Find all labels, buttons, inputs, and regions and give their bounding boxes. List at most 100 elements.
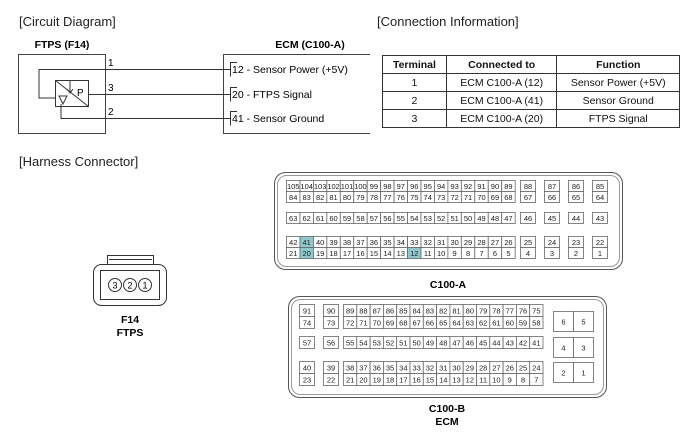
pin-number: 101: [341, 182, 354, 191]
pin-number: 65: [439, 319, 447, 328]
pin-number: 22: [327, 376, 335, 385]
pin-number: 81: [452, 307, 460, 316]
connection-table: Terminal Connected to Function 1 ECM C10…: [382, 55, 680, 128]
pin-number: 16: [412, 376, 420, 385]
table-row: 1 ECM C100-A (12) Sensor Power (+5V): [382, 73, 680, 92]
pin-number: 9: [508, 376, 512, 385]
pin-number: 54: [410, 214, 418, 223]
pin-number: 91: [303, 307, 311, 316]
ftps-label: FTPS: [117, 327, 144, 339]
pin-number: 37: [356, 238, 364, 247]
pin-number: 73: [327, 319, 335, 328]
pin-number: 50: [464, 214, 472, 223]
pin-number: 60: [506, 319, 514, 328]
pin-number: 47: [504, 214, 512, 223]
pin-number: 76: [519, 307, 527, 316]
pin-cell: [299, 316, 315, 329]
wire-sensor-power: [38, 69, 230, 99]
pin-number: 60: [329, 214, 337, 223]
pin-number: 18: [329, 249, 337, 258]
pin-cell: [544, 247, 560, 259]
ftps-pin-label: 2: [108, 107, 114, 118]
ftps-pin-label: 3: [108, 83, 114, 94]
pin-number: 52: [386, 339, 394, 348]
pin-cell: [520, 247, 536, 259]
pin-number: 36: [370, 238, 378, 247]
pin-number: 66: [426, 319, 434, 328]
pin-number: 64: [596, 193, 604, 202]
pin-cell: [501, 247, 516, 259]
harness-connector-title: [Harness Connector]: [19, 154, 139, 169]
header-terminal: Terminal: [382, 55, 447, 74]
f14-label: F14: [121, 314, 139, 326]
pin-number: 99: [370, 182, 378, 191]
pin-number: 40: [316, 238, 324, 247]
pin-number: 90: [491, 182, 499, 191]
ecm-pin-label: 12 - Sensor Power (+5V): [232, 64, 348, 76]
pin-number: 105: [287, 182, 300, 191]
pin-number: 41: [303, 238, 311, 247]
header-connected-to: Connected to: [445, 55, 558, 74]
pin-cell: [544, 212, 560, 224]
pin-number: 48: [439, 339, 447, 348]
pin-number: 13: [452, 376, 460, 385]
pin-number: 77: [506, 307, 514, 316]
pressure-sensor-icon: P: [55, 80, 89, 107]
pin-number: 12: [466, 376, 474, 385]
pin-number: 33: [412, 364, 420, 373]
pin-number: 35: [383, 238, 391, 247]
pin-number: 57: [303, 339, 311, 348]
pin-number: 20: [303, 249, 311, 258]
pin-number: 91: [477, 182, 485, 191]
pin-cell: [592, 247, 608, 259]
pin-cell: [529, 373, 544, 386]
pin-number: 25: [519, 364, 527, 373]
table-header-row: Terminal Connected to Function: [382, 55, 680, 74]
pin-number: 38: [346, 364, 354, 373]
pin-number: 51: [399, 339, 407, 348]
pin-number: 42: [519, 339, 527, 348]
pin-number: 19: [316, 249, 324, 258]
ftps-pin-label: 1: [108, 58, 114, 69]
pin-number: 29: [466, 364, 474, 373]
pin-number: 92: [464, 182, 472, 191]
pin-number: 3: [550, 249, 554, 258]
pin-number: 32: [424, 238, 432, 247]
pin-number: 26: [504, 238, 512, 247]
pin-number: 62: [303, 214, 311, 223]
pin-number: 21: [346, 376, 354, 385]
pin-number: 57: [370, 214, 378, 223]
pin-number: 10: [492, 376, 500, 385]
f14-pin: 3: [108, 278, 122, 292]
pin-number: 15: [426, 376, 434, 385]
ecm-component-label: ECM (C100-A): [275, 39, 344, 51]
pin-number: 23: [572, 238, 580, 247]
pin-number: 49: [426, 339, 434, 348]
pin-cell: [520, 191, 536, 203]
pin-number: 7: [479, 249, 483, 258]
pin-number: 14: [383, 249, 391, 258]
pin-number: 79: [356, 193, 364, 202]
pin-number: 14: [439, 376, 447, 385]
pin-number: 42: [289, 238, 297, 247]
pin-number: 83: [426, 307, 434, 316]
pin-number: 51: [450, 214, 458, 223]
pin-number: 21: [289, 249, 297, 258]
pin-number: 77: [383, 193, 391, 202]
pin-number: 40: [303, 364, 311, 373]
pin-number: 104: [300, 182, 313, 191]
pin-number: 6: [561, 318, 565, 327]
pin-number: 87: [548, 182, 556, 191]
pin-number: 86: [386, 307, 394, 316]
pin-number: 58: [356, 214, 364, 223]
pin-number: 44: [572, 214, 580, 223]
pin-number: 8: [466, 249, 470, 258]
pin-number: 74: [424, 193, 432, 202]
table-row: 3 ECM C100-A (20) FTPS Signal: [382, 109, 680, 128]
pin-number: 44: [492, 339, 500, 348]
pin-number: 52: [437, 214, 445, 223]
pin-number: 98: [383, 182, 391, 191]
pin-number: 63: [289, 214, 297, 223]
pin-number: 17: [343, 249, 351, 258]
